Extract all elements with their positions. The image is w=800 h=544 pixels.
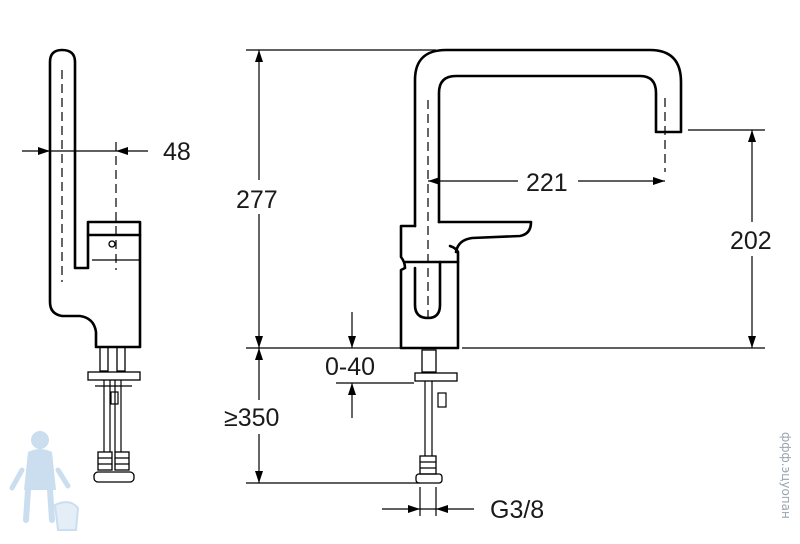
dim-202-arrow-top [748, 130, 756, 142]
dim-48-arrow-left [38, 147, 50, 155]
side-view: 48 [22, 48, 191, 483]
dim-040-arrow-down [348, 336, 356, 348]
side-plate [87, 371, 141, 381]
dim-350-arrow-top [255, 348, 263, 360]
dim-g38-arrow-right [436, 505, 448, 513]
dim-202-arrow-bottom [748, 336, 756, 348]
side-hole [108, 240, 116, 248]
spout-outline [413, 48, 683, 228]
front-view: 221 202 G3/8 [382, 48, 780, 524]
dim-221-arrow-right [653, 177, 665, 185]
watermark-text: ффф.эцуопан [779, 432, 793, 519]
front-shank-top [421, 349, 437, 373]
dim-350-label: ≥350 [224, 404, 279, 432]
side-stud [110, 391, 119, 405]
side-nut-hatch [98, 457, 129, 465]
dim-g38-arrow-left [408, 505, 420, 513]
front-plate [414, 372, 458, 382]
body-outline [399, 224, 460, 350]
dim-202-label: 202 [730, 227, 772, 255]
side-fitting [93, 471, 135, 483]
side-view-outline [48, 48, 142, 349]
front-nut-hatch [420, 461, 436, 469]
side-shank-left [99, 346, 109, 372]
plumber-mascot-icon [9, 431, 80, 531]
dim-040-label: 0-40 [325, 353, 375, 381]
dim-277-label: 277 [236, 186, 278, 214]
vertical-dimensions: 277 ≥350 0-40 [224, 49, 436, 484]
dim-48-label: 48 [163, 138, 191, 166]
front-stud [437, 392, 447, 408]
dim-277-arrow-bottom [255, 336, 263, 348]
front-fitting [415, 473, 443, 484]
dim-221-arrow-left [428, 177, 440, 185]
front-nut [419, 455, 437, 475]
side-shank-right [116, 346, 126, 372]
side-nut-right [114, 451, 130, 471]
dim-221-label: 221 [526, 169, 568, 197]
lever-outline [437, 220, 533, 254]
side-hoses [103, 380, 122, 452]
dim-040-arrow-up [348, 383, 356, 395]
dim-g38-label: G3/8 [490, 496, 544, 524]
dim-277-arrow-top [255, 50, 263, 62]
dim-48-arrow-right [116, 147, 128, 155]
side-nut-left [97, 451, 113, 471]
front-hoses [424, 381, 433, 456]
dim-350-arrow-bottom [255, 471, 263, 483]
